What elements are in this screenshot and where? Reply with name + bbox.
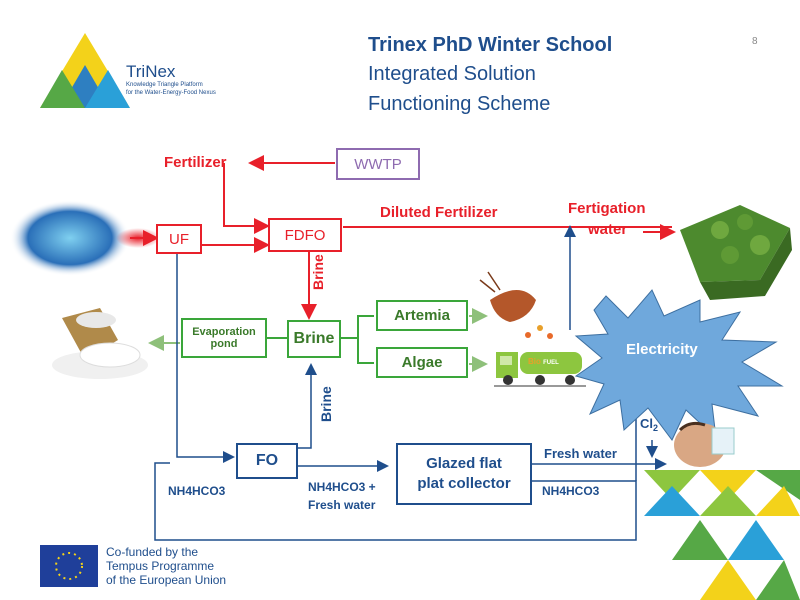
fo-box: FO: [236, 443, 298, 479]
electricity-burst: [574, 289, 784, 441]
footer-line-3: of the European Union: [106, 573, 227, 587]
shrimp-image: [479, 271, 553, 339]
footer-line-2: Tempus Programme: [106, 559, 215, 573]
cl2-label: Cl2: [640, 416, 659, 433]
collector-label-1: Glazed flat: [426, 455, 502, 472]
logo-tagline-1: Knowledge Triangle Platform: [126, 82, 203, 88]
field-image: [680, 205, 792, 300]
brine-box: Brine: [287, 320, 341, 358]
decorative-triangles: [644, 470, 800, 600]
collector-label-2: plat collector: [417, 475, 511, 492]
wwtp-box: WWTP: [336, 148, 420, 180]
fresh-water-label: Fresh water: [544, 446, 617, 461]
nh4hco3-mid-label-1: NH4HCO3 +: [308, 480, 376, 494]
biofuel-truck-image: [494, 352, 586, 387]
evaporation-pond-box: Evaporation pond: [181, 318, 267, 358]
brine-vertical-top-label: Brine: [310, 254, 326, 290]
evaporation-label-2: pond: [210, 338, 238, 350]
trinex-logo-icon: [40, 33, 130, 108]
diluted-fertilizer-label: Diluted Fertilizer: [380, 204, 498, 221]
page-number: 8: [752, 36, 758, 47]
glazed-collector-box: Glazed flat plat collector: [396, 443, 532, 505]
slide-title: Trinex PhD Winter School: [368, 34, 613, 56]
uf-box: UF: [156, 224, 202, 254]
logo-tagline-2: for the Water-Energy-Food Nexus: [126, 90, 216, 96]
biofuel-label: Bio FUEL: [528, 357, 559, 366]
evaporation-label-1: Evaporation: [192, 326, 256, 338]
fertigation-label-1: Fertigation: [568, 200, 646, 217]
fertilizer-label: Fertilizer: [164, 154, 227, 171]
artemia-box: Artemia: [376, 300, 468, 331]
brine-vertical-bottom-label: Brine: [318, 386, 334, 422]
eu-flag-icon: [40, 545, 98, 587]
fertigation-label-2: water: [588, 221, 628, 238]
trinex-logo: TriNex Knowledge Triangle Platform for t…: [40, 30, 240, 120]
eu-cofunding-text: Co-funded by the Tempus Programme of the…: [106, 545, 226, 587]
salt-sack-image: [52, 308, 148, 379]
drinking-person-image: [674, 421, 735, 467]
nh4hco3-right-label: NH4HCO3: [542, 484, 600, 498]
electricity-label: Electricity: [626, 341, 698, 358]
algae-box: Algae: [376, 347, 468, 378]
nh4hco3-mid-label-2: Fresh water: [308, 498, 376, 512]
water-image: [10, 200, 130, 276]
footer-line-1: Co-funded by the: [106, 545, 199, 559]
logo-name: TriNex: [126, 62, 176, 81]
slide-subtitle-1: Integrated Solution: [368, 63, 536, 85]
fdfo-box: FDFO: [268, 218, 342, 252]
nh4hco3-left-label: NH4HCO3: [168, 484, 226, 498]
slide-subtitle-2: Functioning Scheme: [368, 93, 551, 115]
